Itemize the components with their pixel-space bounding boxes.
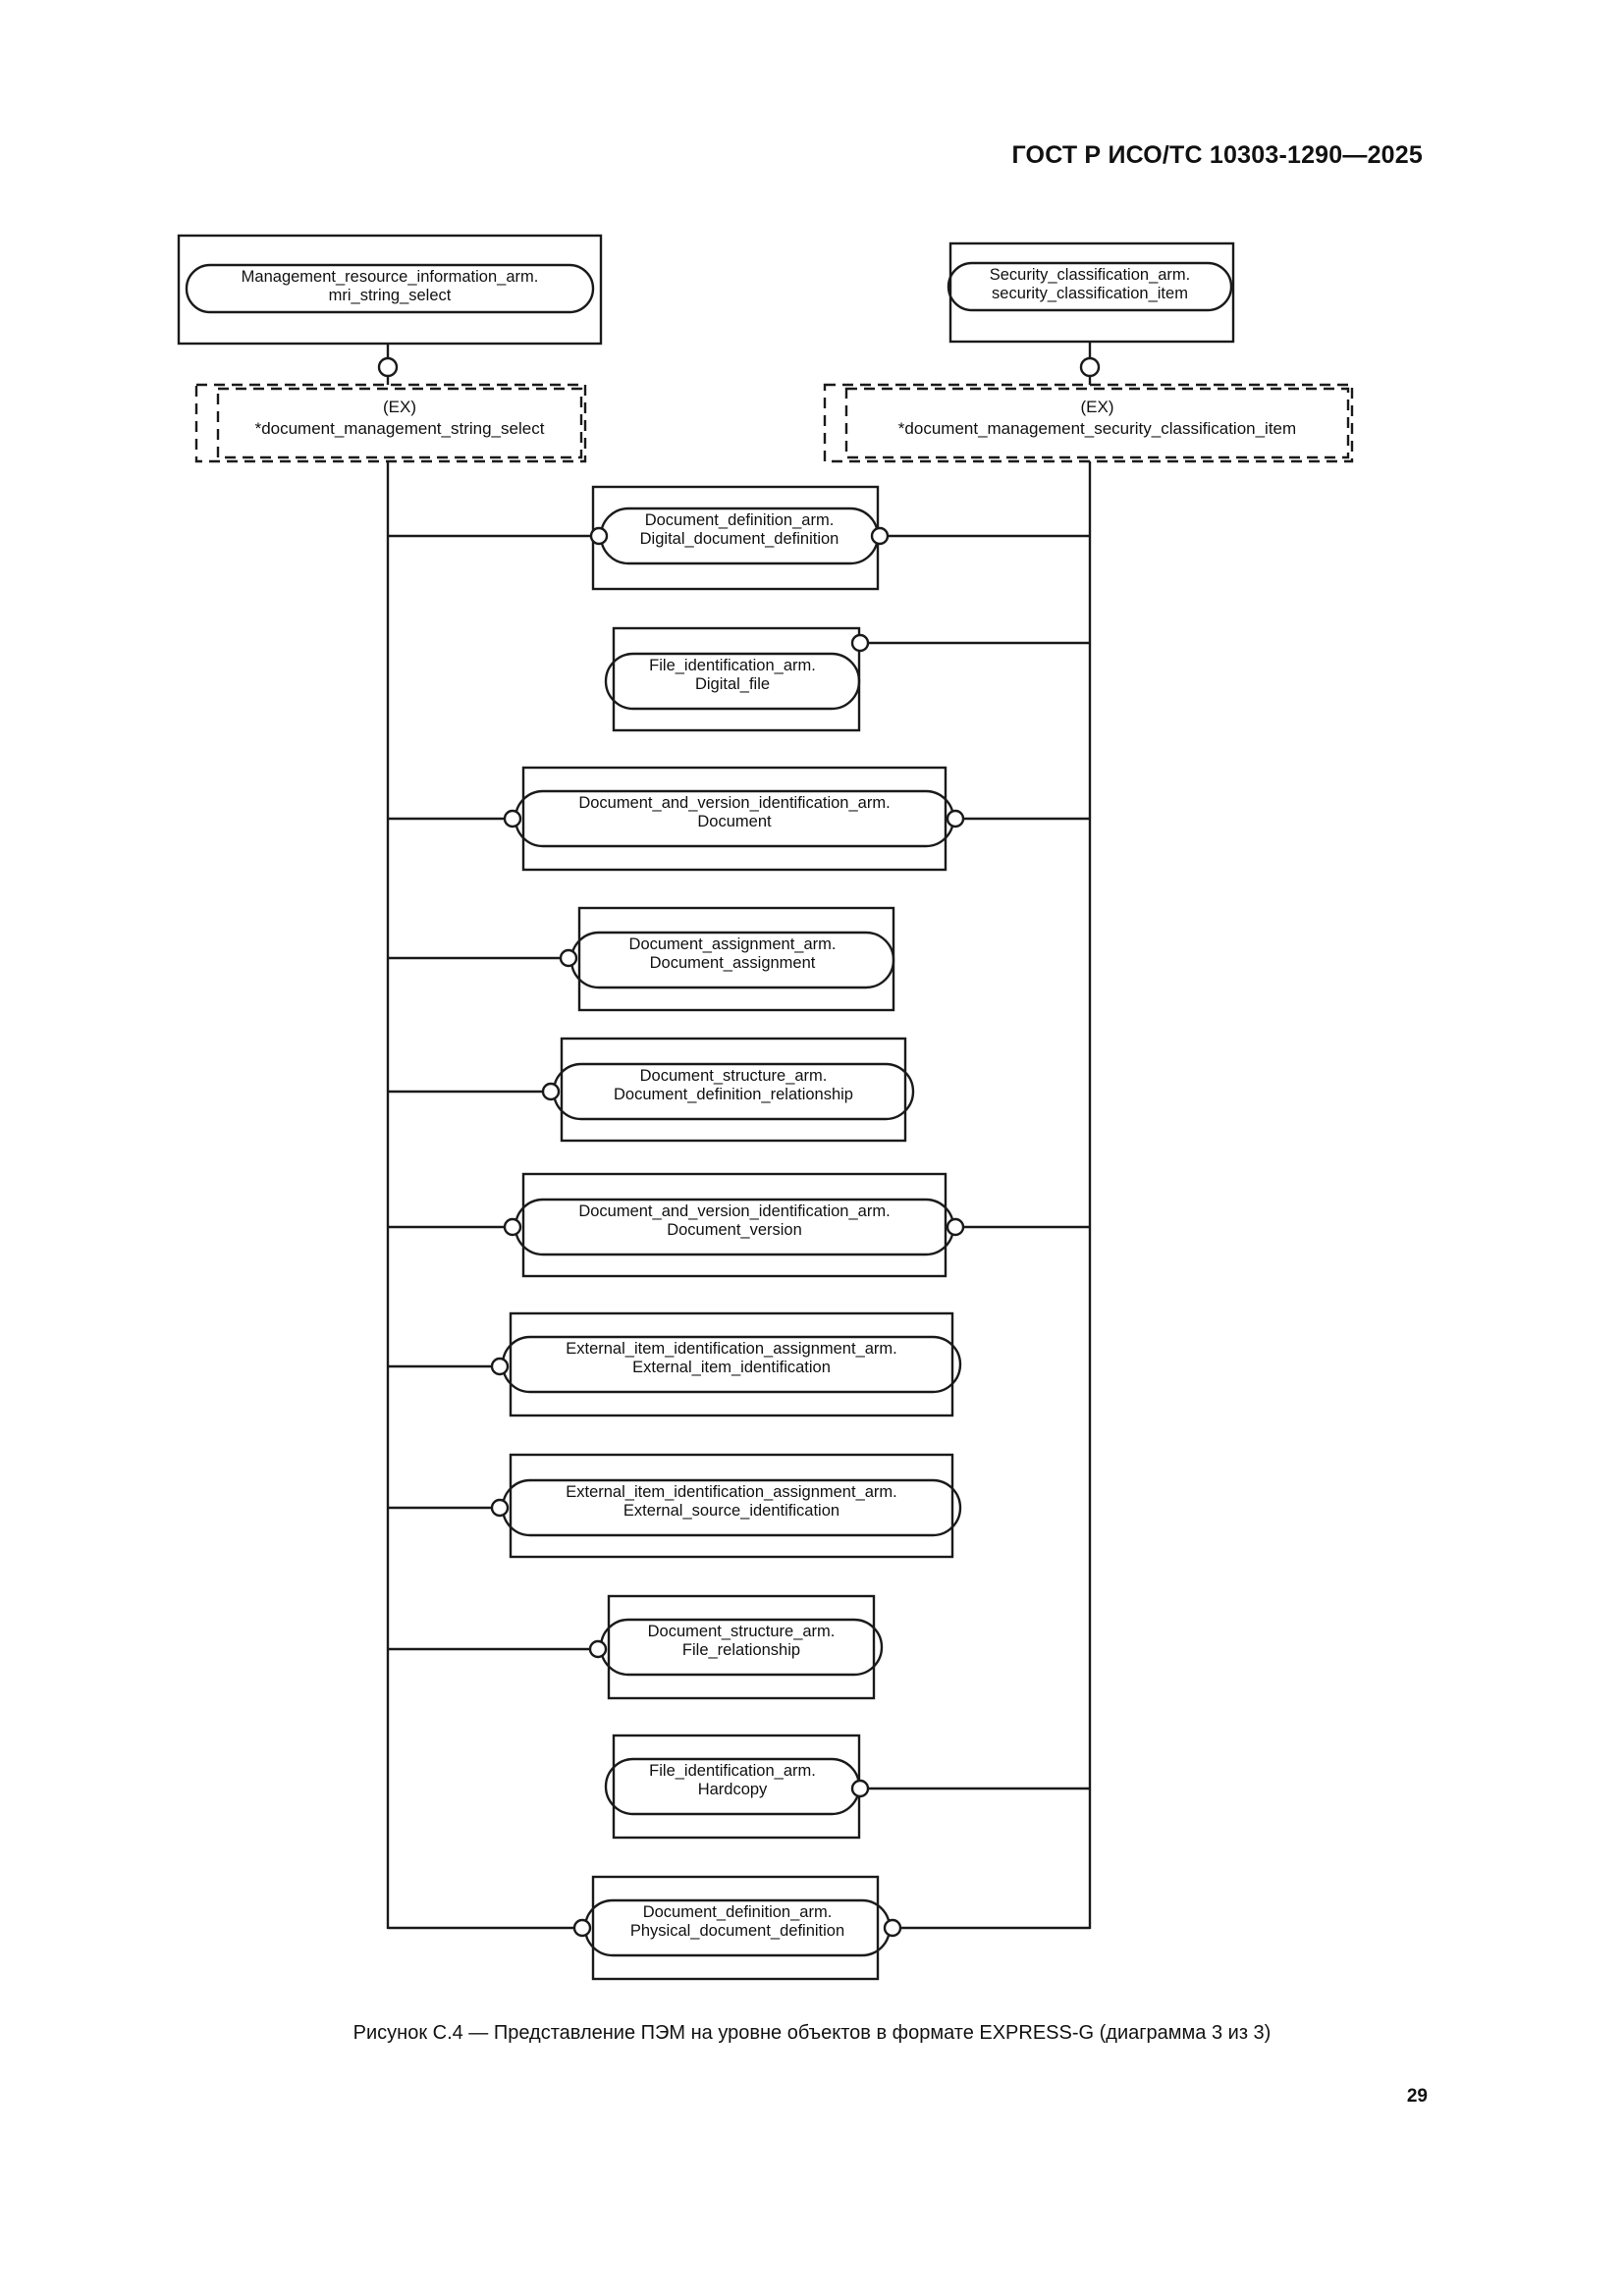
node-rounded-security-classification-item (947, 261, 1233, 312)
entity-box-document-definition-relationship (560, 1037, 907, 1143)
connector-circle-left-document (503, 809, 522, 828)
entity-rounded-digital-document-definition (599, 507, 880, 565)
ex-box-outer-right (823, 383, 1354, 463)
ex-text-string-select[interactable]: (EX) *document_management_string_select (218, 397, 581, 440)
ex-text-line1: (EX) (383, 398, 416, 416)
entity-box-physical-document-definition (591, 1875, 880, 1981)
node-box-mri-string-select (177, 234, 603, 346)
ex-text-security-classification-item[interactable]: (EX) *document_management_security_class… (846, 397, 1348, 440)
entity-rounded-document-definition-relationship (552, 1062, 915, 1121)
node-rounded-mri-string-select (185, 263, 595, 314)
connector-circle-ex-right (1079, 356, 1101, 378)
connector-circle-right-digital-document-definition (870, 526, 890, 546)
entity-box-external-source-identification (509, 1453, 954, 1559)
ex-text-line1: (EX) (1080, 398, 1114, 416)
entity-rounded-hardcopy (604, 1757, 861, 1816)
connector-circle-left-file-relationship (588, 1639, 608, 1659)
entity-rounded-physical-document-definition (583, 1898, 892, 1957)
entity-box-hardcopy (612, 1734, 861, 1840)
connector-circle-left-document-version (503, 1217, 522, 1237)
ex-text-line2: *document_management_string_select (254, 419, 545, 438)
entity-box-external-item-identification (509, 1311, 954, 1417)
connector-circle-right-hardcopy (850, 1779, 870, 1798)
diagram-canvas (177, 234, 1354, 1981)
connector-circle-right-physical-document-definition (883, 1918, 902, 1938)
ex-box-inner-right (844, 387, 1350, 459)
entity-box-digital-file (612, 626, 861, 732)
connector-circle-left-external-source-identification (490, 1498, 510, 1518)
connector-circle-left-digital-document-definition (589, 526, 609, 546)
entity-box-document-version (521, 1172, 947, 1278)
node-box-security-classification-item (948, 241, 1235, 344)
page-number: 29 (1406, 2086, 1428, 2107)
connector-circle-right-document-version (946, 1217, 965, 1237)
connector-circle-right-document (946, 809, 965, 828)
connector-circle-left-external-item-identification (490, 1357, 510, 1376)
connector-circle-left-document-assignment (559, 948, 578, 968)
figure-caption: Рисунок С.4 — Представление ПЭМ на уровн… (352, 2022, 1272, 2044)
entity-box-digital-document-definition (591, 485, 880, 591)
connector-circle-left-physical-document-definition (572, 1918, 592, 1938)
entity-box-file-relationship (607, 1594, 876, 1700)
entity-rounded-external-source-identification (501, 1478, 962, 1537)
entity-box-document (521, 766, 947, 872)
entity-rounded-document (514, 789, 955, 848)
page-title: ГОСТ Р ИСО/ТС 10303-1290—2025 (1011, 141, 1423, 169)
entity-rounded-document-version (514, 1198, 955, 1256)
entity-rounded-file-relationship (599, 1618, 884, 1677)
ex-box-inner-left (216, 387, 583, 459)
entity-rounded-external-item-identification (501, 1335, 962, 1394)
ex-text-line2: *document_management_security_classifica… (897, 419, 1297, 438)
entity-rounded-digital-file (604, 652, 861, 711)
connector-circle-left-document-definition-relationship (541, 1082, 561, 1101)
entity-box-document-assignment (577, 906, 895, 1012)
entity-rounded-document-assignment (569, 931, 895, 989)
connector-circle-ex-left (377, 356, 399, 378)
connector-circle-right-digital-file (850, 633, 870, 653)
ex-box-outer-left (194, 383, 587, 463)
express-g-diagram: Management_resource_information_arm. mri… (177, 234, 1354, 1981)
